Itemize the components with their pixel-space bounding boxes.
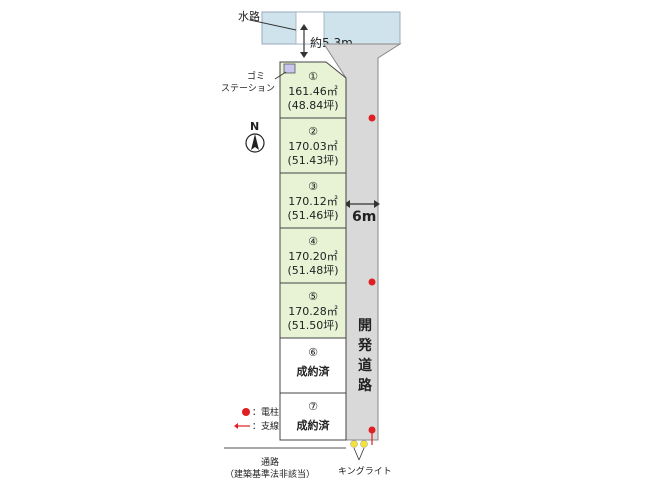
legend-support-arrow — [234, 423, 238, 429]
garbage-station-label-2: ステーション — [221, 83, 275, 94]
lot-7-status: 成約済 — [297, 418, 331, 432]
lot-3-number: ③ — [308, 180, 318, 193]
lot-2-tsubo: (51.43坪) — [287, 154, 338, 167]
lot-6-number: ⑥ — [308, 346, 318, 359]
utility-pole-2 — [368, 278, 376, 286]
lot-6 — [279, 337, 347, 394]
garbage-leader — [274, 71, 287, 80]
road-width-arrow-left — [344, 200, 350, 208]
lot-2-number: ② — [308, 125, 318, 138]
lot-1-area: 161.46㎡ — [288, 85, 338, 98]
lot-6-status: 成約済 — [297, 364, 331, 378]
lot-2 — [279, 117, 347, 174]
lot-4-area: 170.20㎡ — [288, 250, 338, 263]
lot-7 — [279, 392, 347, 441]
lot-4-number: ④ — [308, 235, 318, 248]
legend-pole-label: ：電柱 — [252, 406, 279, 418]
development-road-char-3: 道 — [358, 357, 372, 374]
lot-3 — [279, 172, 347, 229]
width-arrow-up — [300, 24, 308, 30]
road-width-arrow-right — [374, 200, 380, 208]
legend-support-label: ：支線 — [252, 420, 279, 432]
development-road-char-2: 発 — [357, 337, 373, 354]
lot-7-number: ⑦ — [308, 400, 318, 413]
king-light-leader-2 — [358, 447, 365, 461]
lot-4-tsubo: (51.48坪) — [287, 264, 338, 277]
passage-label-2: （建築基準法非該当） — [225, 468, 315, 480]
north-label: N — [250, 120, 259, 133]
king-light-leader-1 — [353, 447, 360, 461]
development-road-char-4: 路 — [358, 377, 373, 394]
passage-label-1: 通路 — [261, 456, 279, 468]
garbage-station — [283, 63, 296, 74]
lot-3-tsubo: (51.46坪) — [287, 209, 338, 222]
waterway-bridge — [295, 11, 325, 45]
waterway-leader — [249, 19, 297, 31]
lot-5-number: ⑤ — [308, 290, 318, 303]
north-arrow-icon: N — [245, 120, 265, 153]
king-light-label: キングライト — [338, 465, 392, 477]
lot-3-area: 170.12㎡ — [288, 195, 338, 208]
waterway-label: 水路 — [238, 10, 260, 23]
lot-2-area: 170.03㎡ — [288, 140, 338, 153]
road-width-label: 6m — [352, 209, 376, 225]
lot-4 — [279, 227, 347, 284]
king-light-2 — [360, 440, 368, 448]
legend-pole-icon — [242, 408, 250, 416]
width-arrow-down — [300, 52, 308, 58]
utility-pole-1 — [368, 114, 376, 122]
lot-5 — [279, 282, 347, 339]
garbage-station-label-1: ゴミ — [247, 70, 265, 82]
king-light-1 — [350, 440, 358, 448]
lot-5-tsubo: (51.50坪) — [287, 319, 338, 332]
lot-1 — [279, 61, 347, 119]
lot-5-area: 170.28㎡ — [288, 305, 338, 318]
lot-1-tsubo: (48.84坪) — [287, 99, 338, 112]
lot-1-number: ① — [308, 70, 318, 83]
development-road-char-1: 開 — [358, 318, 372, 334]
